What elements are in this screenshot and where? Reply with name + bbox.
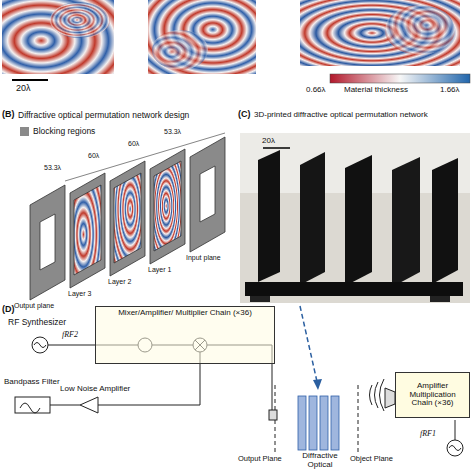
dimension-label: 53.3λ (164, 128, 198, 136)
phase-images (2, 0, 460, 74)
layer-label: Layer 3 (68, 290, 108, 298)
box-text: Amplifier Multiplication Chain (×36) (398, 382, 467, 408)
layer-stack (30, 137, 225, 300)
component-label: Low Noise Amplifier (60, 385, 170, 394)
legend-text: Blocking regions (33, 126, 95, 136)
scale-label: 20λ (262, 137, 292, 146)
dimension-label: 60λ (128, 140, 152, 148)
scale-bar (12, 79, 48, 81)
chain-box: Amplifier Multiplication Chain (×36) (395, 372, 470, 418)
plane-label: Object Plane (350, 455, 400, 463)
scale-label: 20λ (16, 84, 56, 94)
frequency-label: fRF2 (62, 331, 92, 340)
legend-entry: Blocking regions (20, 126, 95, 136)
printed-network-photo (240, 133, 470, 303)
component-label: RF Synthesizer (8, 318, 88, 327)
frequency-label: fRF1 (420, 430, 450, 439)
panel-letter: (B) (2, 110, 20, 120)
panel-letter: (C) (238, 110, 256, 120)
panel-title: 3D-printed diffractive optical permutati… (254, 111, 472, 120)
plane-label: Output plane (14, 302, 64, 310)
dimension-lines (65, 133, 225, 181)
layer-label: Layer 2 (108, 278, 148, 286)
plane-label: Output Plane (238, 455, 288, 463)
legend-swatch (20, 127, 29, 136)
panel-title: Diffractive optical permutation network … (18, 111, 238, 120)
dashed-arrow (300, 306, 318, 386)
colorbar-title: Material thickness (344, 86, 434, 95)
colorbar-min: 0.66λ (306, 86, 336, 95)
colorbar (330, 74, 470, 83)
plane-label: Input plane (186, 254, 236, 262)
layer-label: Layer 1 (148, 266, 188, 274)
box-text: Diffractive Optical (290, 452, 350, 470)
box-text: Mixer/Amplifier/ Multiplier Chain (×36) (118, 309, 252, 318)
diffractive-layers-symbol (298, 396, 339, 450)
dimension-label: 60λ (88, 152, 112, 160)
chain-box: Mixer/Amplifier/ Multiplier Chain (×36) (95, 306, 275, 364)
dimension-label: 53.3λ (44, 164, 78, 172)
diffractive-network-box: Diffractive Optical (288, 392, 352, 472)
component-label: Bandpass Filter (4, 378, 64, 387)
colorbar-max: 1.66λ (440, 86, 472, 95)
panel-letter: (D) (2, 305, 20, 315)
arrow-head (313, 379, 322, 390)
